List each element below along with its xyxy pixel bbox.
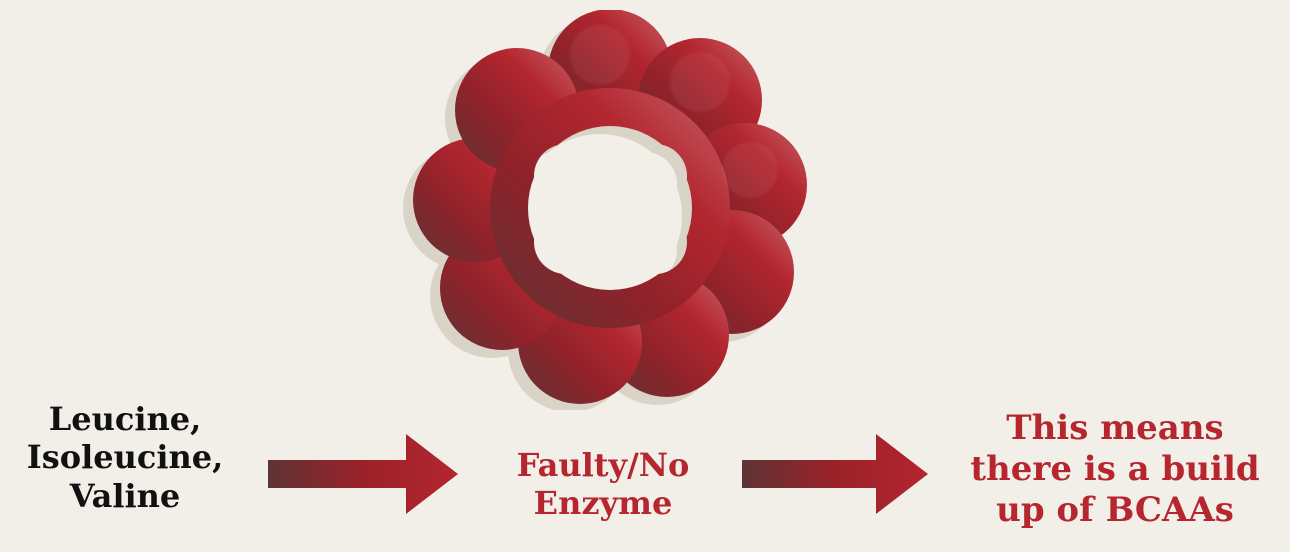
right-arrow-icon (268, 434, 458, 514)
right-arrow-icon (742, 434, 928, 514)
enzyme-ring-icon (400, 10, 820, 410)
substrate-leucine: Leucine, (0, 400, 250, 438)
substrate-isoleucine: Isoleucine, (0, 438, 250, 476)
result-line-2: there is a build (950, 449, 1280, 490)
enzyme-label-line-1: Faulty/No (468, 446, 738, 484)
enzyme-label: Faulty/No Enzyme (468, 446, 738, 523)
substrates-label: Leucine, Isoleucine, Valine (0, 400, 250, 515)
result-label: This means there is a build up of BCAAs (950, 408, 1280, 530)
result-line-1: This means (950, 408, 1280, 449)
substrate-valine: Valine (0, 477, 250, 515)
enzyme-label-line-2: Enzyme (468, 484, 738, 522)
result-line-3: up of BCAAs (950, 490, 1280, 531)
